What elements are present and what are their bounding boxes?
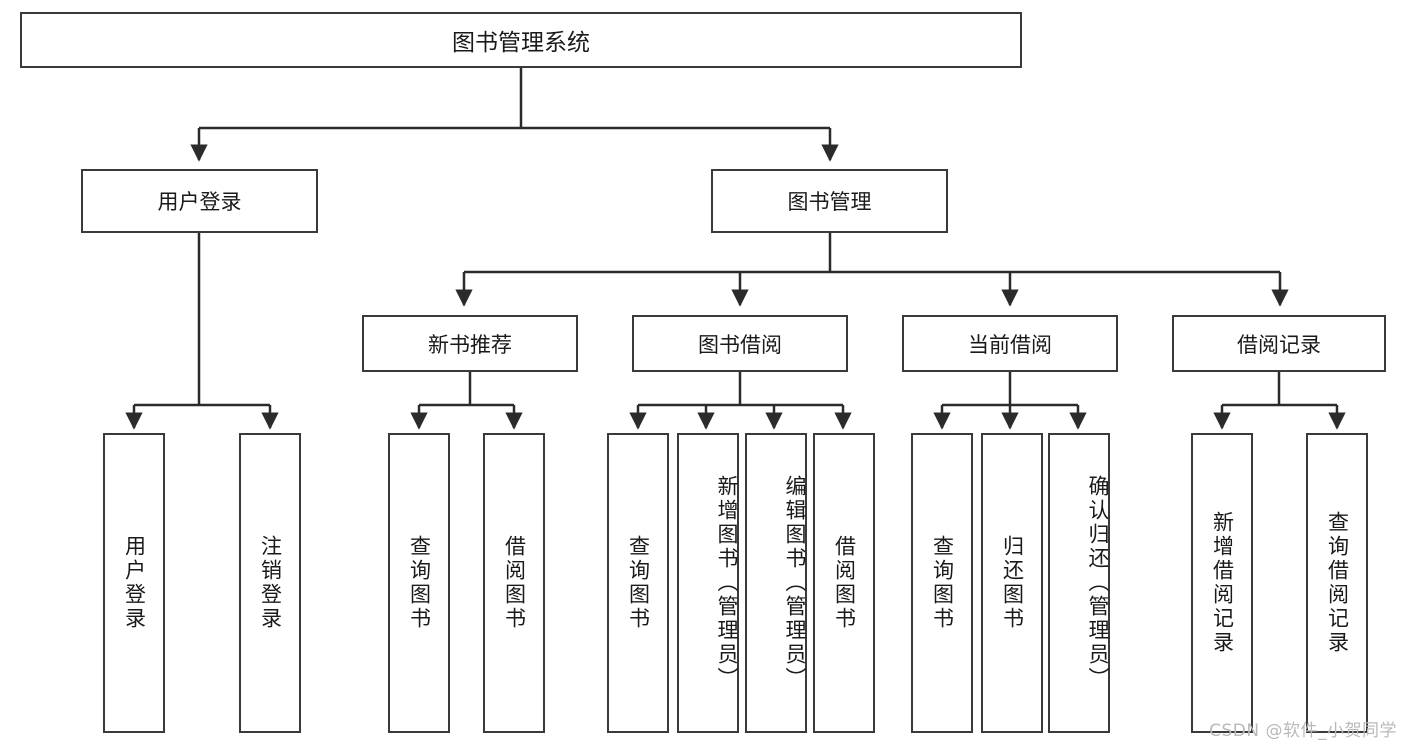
leaf-query-book-borrow-label: 查询图书 bbox=[626, 535, 651, 631]
leaf-query-book-current[interactable]: 查询图书 bbox=[911, 433, 973, 733]
node-current-borrow[interactable]: 当前借阅 bbox=[902, 315, 1118, 372]
leaf-confirm-return-admin-label: 确认归还（管理员） bbox=[1086, 475, 1110, 691]
leaf-query-book-current-label: 查询图书 bbox=[930, 535, 955, 631]
leaf-add-book-admin-label: 新增图书（管理员） bbox=[715, 475, 739, 691]
node-borrow-record[interactable]: 借阅记录 bbox=[1172, 315, 1386, 372]
node-book-borrow-label: 图书借阅 bbox=[698, 332, 782, 357]
leaf-return-book-label: 归还图书 bbox=[1000, 535, 1025, 631]
leaf-logout-label: 注销登录 bbox=[258, 535, 283, 631]
node-new-book-recommend-label: 新书推荐 bbox=[428, 332, 512, 357]
node-root[interactable]: 图书管理系统 bbox=[20, 12, 1022, 68]
leaf-borrow-book-recommend[interactable]: 借阅图书 bbox=[483, 433, 545, 733]
node-root-label: 图书管理系统 bbox=[452, 30, 590, 56]
leaf-confirm-return-admin[interactable]: 确认归还（管理员） bbox=[1048, 433, 1110, 733]
leaf-user-login-label: 用户登录 bbox=[122, 535, 147, 631]
leaf-query-book-recommend-label: 查询图书 bbox=[407, 535, 432, 631]
leaf-query-book-recommend[interactable]: 查询图书 bbox=[388, 433, 450, 733]
leaf-edit-book-admin-label: 编辑图书（管理员） bbox=[783, 475, 807, 691]
leaf-return-book[interactable]: 归还图书 bbox=[981, 433, 1043, 733]
leaf-add-borrow-record[interactable]: 新增借阅记录 bbox=[1191, 433, 1253, 733]
node-new-book-recommend[interactable]: 新书推荐 bbox=[362, 315, 578, 372]
leaf-edit-book-admin[interactable]: 编辑图书（管理员） bbox=[745, 433, 807, 733]
leaf-add-borrow-record-label: 新增借阅记录 bbox=[1210, 511, 1235, 655]
node-book-borrow[interactable]: 图书借阅 bbox=[632, 315, 848, 372]
leaf-borrow-book-recommend-label: 借阅图书 bbox=[502, 535, 527, 631]
leaf-query-borrow-record[interactable]: 查询借阅记录 bbox=[1306, 433, 1368, 733]
leaf-add-book-admin[interactable]: 新增图书（管理员） bbox=[677, 433, 739, 733]
node-book-management-label: 图书管理 bbox=[787, 190, 872, 214]
node-borrow-record-label: 借阅记录 bbox=[1237, 332, 1321, 357]
leaf-borrow-book-borrow[interactable]: 借阅图书 bbox=[813, 433, 875, 733]
leaf-borrow-book-borrow-label: 借阅图书 bbox=[832, 535, 857, 631]
node-user-login[interactable]: 用户登录 bbox=[81, 169, 318, 233]
node-current-borrow-label: 当前借阅 bbox=[968, 332, 1052, 357]
leaf-logout[interactable]: 注销登录 bbox=[239, 433, 301, 733]
node-book-management[interactable]: 图书管理 bbox=[711, 169, 948, 233]
leaf-query-book-borrow[interactable]: 查询图书 bbox=[607, 433, 669, 733]
leaf-user-login[interactable]: 用户登录 bbox=[103, 433, 165, 733]
node-user-login-label: 用户登录 bbox=[157, 190, 242, 214]
leaf-query-borrow-record-label: 查询借阅记录 bbox=[1325, 511, 1350, 655]
